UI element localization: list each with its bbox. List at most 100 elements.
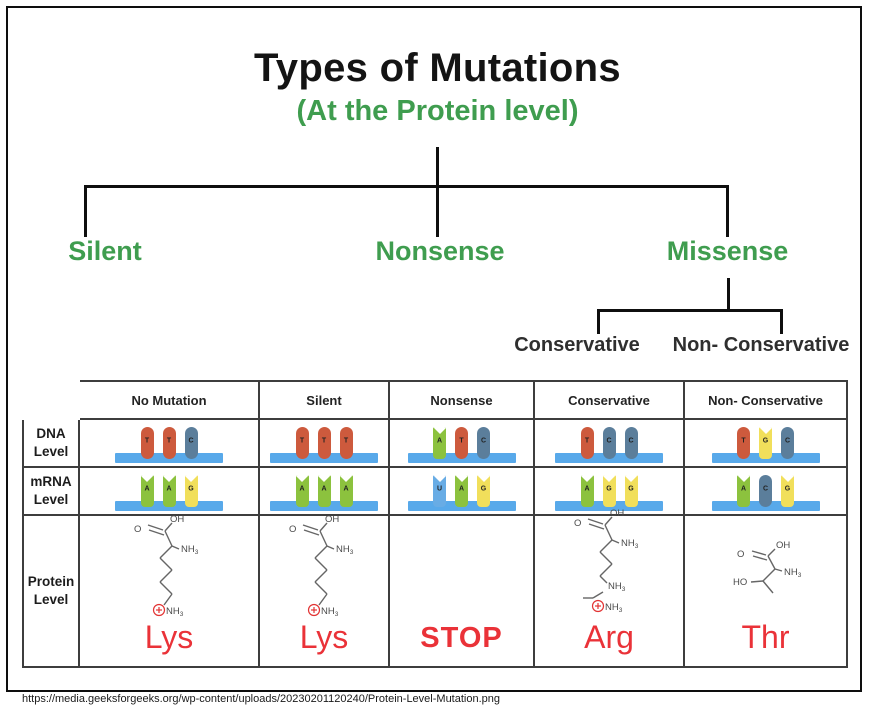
svg-text:OH: OH (776, 540, 790, 551)
svg-text:NH3: NH3 (621, 538, 639, 550)
nucleotide-c-icon: C (602, 427, 616, 459)
nucleotide-a-icon: A (580, 475, 594, 507)
protein-level-cell: STOP (390, 516, 535, 668)
tree-drop-conservative-line (597, 309, 600, 334)
tree-root-stem-line (436, 147, 439, 187)
svg-text:NH3: NH3 (336, 544, 354, 556)
outer-border-frame (6, 6, 862, 692)
page-title: Types of Mutations (254, 46, 621, 90)
tree-missense-horizontal-line (597, 309, 783, 312)
nucleotide-c-icon: C (781, 427, 794, 459)
amino-acid-label: Arg (584, 619, 634, 655)
svg-text:O: O (737, 549, 744, 560)
nucleotide-a-icon: A (317, 475, 331, 507)
nucleotide-t-icon: T (140, 427, 154, 459)
svg-text:NH3: NH3 (608, 581, 626, 593)
structure-area: OH O NH3 HO (685, 516, 846, 621)
tree-drop-nonconservative-line (780, 309, 783, 334)
amino-acid-label: Lys (144, 619, 194, 655)
structure-area: OH O NH3 NH3 NH3 (535, 503, 683, 621)
svg-text:NH3: NH3 (181, 544, 199, 556)
nucleotide-g-icon: G (781, 475, 794, 507)
nucleotide-a-icon: A (737, 475, 750, 507)
tree-main-horizontal-line (84, 185, 729, 188)
nucleotide-u-icon: U (433, 475, 446, 507)
protein-level-cell: OH O NH3 HO Thr (685, 516, 848, 668)
tree-drop-nonsense-line (436, 185, 439, 237)
branch-label-conservative: Conservative (514, 334, 640, 356)
nucleotide-g-icon: G (184, 475, 198, 507)
nucleotide-t-icon: T (455, 427, 468, 459)
nucleotide-t-icon: T (737, 427, 750, 459)
structure-area: OH O NH3 NH3 (80, 509, 258, 621)
structure-area (390, 516, 533, 624)
protein-level-cell: OH O NH3 NH3 Lys (260, 514, 390, 668)
arginine-structure: OH O NH3 NH3 NH3 (574, 508, 639, 614)
nucleotide-a-icon: A (339, 475, 353, 507)
protein-level-cell: OH O NH3 NH3 NH3 Arg (535, 508, 685, 668)
nucleotide-t-icon: T (295, 427, 309, 459)
table-corner-cell (22, 380, 80, 420)
tree-missense-stem-line (727, 278, 730, 312)
svg-text:NH3: NH3 (321, 606, 339, 618)
nucleotide-t-icon: T (580, 427, 594, 459)
structure-area: OH O NH3 NH3 (260, 509, 388, 621)
svg-text:O: O (574, 518, 581, 529)
amino-acid-label: Lys (299, 619, 349, 655)
lysine-structure: OH O NH3 NH3 (134, 514, 199, 618)
branch-label-nonsense: Nonsense (375, 236, 505, 266)
svg-text:NH3: NH3 (166, 606, 184, 618)
row-header: DNA Level (22, 420, 80, 468)
svg-text:OH: OH (610, 508, 624, 519)
nucleotide-a-icon: A (455, 475, 468, 507)
nucleotide-a-icon: A (162, 475, 176, 507)
nucleotide-t-icon: T (162, 427, 176, 459)
nucleotide-c-icon: C (184, 427, 198, 459)
column-header: Conservative (535, 380, 685, 420)
column-header: No Mutation (80, 380, 260, 420)
page-subtitle: (At the Protein level) (296, 95, 579, 127)
amino-acid-label: Thr (741, 619, 790, 655)
protein-level-cell: OH O NH3 NH3 Lys (80, 514, 260, 668)
nucleotide-t-icon: T (339, 427, 353, 459)
nucleotide-t-icon: T (317, 427, 331, 459)
row-header: mRNA Level (22, 468, 80, 516)
column-header: Nonsense (390, 380, 535, 420)
svg-text:HO: HO (733, 577, 747, 588)
nucleotide-a-icon: A (140, 475, 154, 507)
lysine-structure: OH O NH3 NH3 (289, 514, 354, 618)
amino-acid-label: STOP (420, 622, 503, 654)
nucleotide-c-icon: C (759, 475, 772, 507)
nucleotide-g-icon: G (477, 475, 490, 507)
branch-label-non-conservative: Non- Conservative (672, 334, 850, 356)
nucleotide-g-icon: G (602, 475, 616, 507)
column-header: Non- Conservative (685, 380, 848, 420)
nucleotide-g-icon: G (624, 475, 638, 507)
svg-text:NH3: NH3 (784, 567, 802, 579)
branch-label-missense: Missense (666, 236, 789, 266)
svg-text:O: O (134, 524, 141, 535)
svg-text:O: O (289, 524, 296, 535)
nucleotide-c-icon: C (477, 427, 490, 459)
tree-drop-missense-line (726, 185, 729, 237)
tree-drop-silent-line (84, 185, 87, 237)
nucleotide-a-icon: A (433, 427, 446, 459)
